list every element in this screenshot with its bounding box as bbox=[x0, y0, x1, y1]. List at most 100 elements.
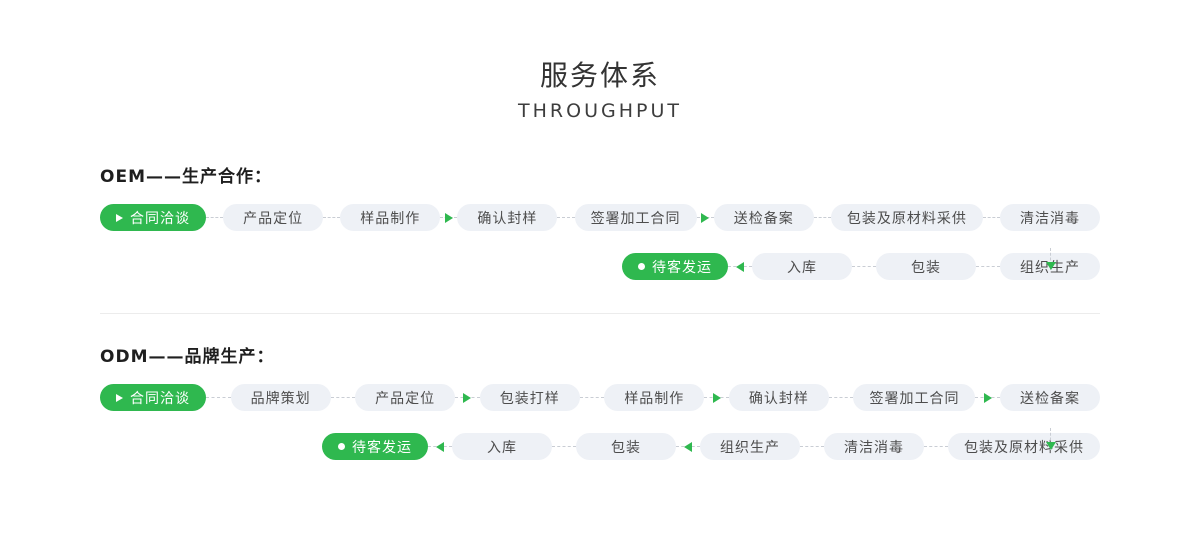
content-area: OEM——生产合作： 合同洽谈 产品定位 样品制作 确认封样 签署加工合同 送检… bbox=[100, 162, 1101, 460]
arrow-right-connector bbox=[455, 393, 480, 403]
dashed-connector bbox=[924, 446, 948, 447]
play-icon bbox=[116, 393, 123, 402]
dashed-connector bbox=[557, 217, 575, 218]
dashed-connector bbox=[552, 446, 576, 447]
step-pill: 样品制作 bbox=[340, 204, 441, 231]
arrow-right-connector bbox=[696, 213, 714, 223]
step-pill: 入库 bbox=[452, 433, 552, 460]
arrow-right-icon bbox=[983, 393, 992, 403]
step-pill: 入库 bbox=[752, 253, 852, 280]
dashed-connector bbox=[579, 397, 605, 398]
step-label: 合同洽谈 bbox=[130, 210, 190, 227]
step-pill-contract-talks: 合同洽谈 bbox=[100, 204, 206, 231]
step-pill-ready-to-ship: 待客发运 bbox=[322, 433, 428, 460]
arrow-down-connector bbox=[1046, 248, 1056, 270]
step-pill: 样品制作 bbox=[604, 384, 705, 411]
step-pill: 清洁消毒 bbox=[999, 204, 1100, 231]
arrow-right-connector bbox=[975, 393, 1001, 403]
arrow-right-icon bbox=[712, 393, 721, 403]
step-label: 产品定位 bbox=[375, 390, 436, 407]
dashed-connector bbox=[813, 217, 831, 218]
step-pill: 确认封样 bbox=[728, 384, 829, 411]
page-header: 服务体系 THROUGHPUT bbox=[0, 0, 1200, 122]
step-label: 包装打样 bbox=[499, 390, 560, 407]
odm-flow: 合同洽谈 品牌策划 产品定位 包装打样 样品制作 确认封样 签署加工合同 送检备… bbox=[100, 384, 1101, 460]
step-label: 组织生产 bbox=[720, 439, 780, 456]
dashed-connector bbox=[852, 266, 876, 267]
page-subtitle: THROUGHPUT bbox=[518, 100, 682, 122]
step-label: 包装 bbox=[911, 259, 941, 276]
arrow-left-connector bbox=[728, 262, 752, 272]
oem-flow: 合同洽谈 产品定位 样品制作 确认封样 签署加工合同 送检备案 包装及原材料采供… bbox=[100, 204, 1100, 280]
step-pill: 品牌策划 bbox=[230, 384, 331, 411]
step-label: 样品制作 bbox=[624, 390, 685, 407]
page-title: 服务体系 bbox=[539, 59, 660, 92]
arrow-right-icon bbox=[701, 213, 710, 223]
step-label: 入库 bbox=[787, 259, 817, 276]
dashed-connector bbox=[828, 397, 854, 398]
step-pill-ready-to-ship: 待客发运 bbox=[622, 253, 728, 280]
step-pill: 包装及原材料采供 bbox=[830, 204, 983, 231]
step-label: 签署加工合同 bbox=[869, 390, 960, 407]
dashed-connector bbox=[323, 217, 341, 218]
step-pill: 包装打样 bbox=[479, 384, 580, 411]
oem-section-heading: OEM——生产合作： bbox=[100, 167, 272, 187]
dashed-connector bbox=[206, 217, 224, 218]
step-pill: 产品定位 bbox=[355, 384, 456, 411]
step-pill: 送检备案 bbox=[713, 204, 814, 231]
step-label: 产品定位 bbox=[243, 210, 304, 227]
dashed-connector bbox=[982, 217, 1000, 218]
oem-flow-row-2: 待客发运 入库 包装 组织生产 bbox=[100, 253, 1100, 280]
step-pill-contract-talks: 合同洽谈 bbox=[100, 384, 206, 411]
step-pill: 包装 bbox=[876, 253, 976, 280]
play-icon bbox=[116, 213, 123, 222]
step-label: 确认封样 bbox=[477, 210, 538, 227]
dot-icon bbox=[638, 263, 645, 270]
arrow-down-icon bbox=[1046, 442, 1056, 450]
arrow-right-connector bbox=[440, 213, 458, 223]
arrow-left-icon bbox=[736, 262, 744, 272]
arrow-left-icon bbox=[436, 442, 444, 452]
arrow-right-icon bbox=[444, 213, 453, 223]
step-pill: 送检备案 bbox=[1000, 384, 1101, 411]
arrow-down-connector bbox=[1046, 428, 1056, 450]
oem-flow-row-1: 合同洽谈 产品定位 样品制作 确认封样 签署加工合同 送检备案 包装及原材料采供… bbox=[100, 204, 1100, 231]
dashed-connector bbox=[976, 266, 1000, 267]
step-label: 待客发运 bbox=[652, 259, 712, 276]
step-label: 入库 bbox=[487, 439, 517, 456]
step-label: 包装 bbox=[611, 439, 641, 456]
odm-flow-row-2: 待客发运 入库 包装 组织生产 清洁消毒 包装及原材料采供 bbox=[100, 433, 1100, 460]
step-label: 确认封样 bbox=[748, 390, 809, 407]
arrow-right-connector bbox=[704, 393, 729, 403]
odm-section-heading: ODM——品牌生产： bbox=[100, 347, 275, 367]
dashed-connector bbox=[330, 397, 356, 398]
step-pill: 确认封样 bbox=[457, 204, 558, 231]
arrow-left-connector bbox=[428, 442, 452, 452]
step-label: 包装及原材料采供 bbox=[964, 439, 1084, 456]
arrow-left-connector bbox=[676, 442, 700, 452]
step-label: 样品制作 bbox=[360, 210, 421, 227]
step-pill: 产品定位 bbox=[223, 204, 324, 231]
step-pill: 清洁消毒 bbox=[824, 433, 924, 460]
dot-icon bbox=[338, 443, 345, 450]
step-label: 送检备案 bbox=[733, 210, 794, 227]
step-label: 待客发运 bbox=[352, 439, 412, 456]
step-label: 清洁消毒 bbox=[844, 439, 904, 456]
section-divider bbox=[100, 313, 1100, 314]
step-label: 包装及原材料采供 bbox=[846, 210, 967, 227]
step-label: 送检备案 bbox=[1020, 390, 1081, 407]
odm-flow-row-1: 合同洽谈 品牌策划 产品定位 包装打样 样品制作 确认封样 签署加工合同 送检备… bbox=[100, 384, 1101, 411]
step-label: 品牌策划 bbox=[250, 390, 311, 407]
step-pill: 包装 bbox=[576, 433, 676, 460]
step-label: 清洁消毒 bbox=[1019, 210, 1080, 227]
step-label: 合同洽谈 bbox=[130, 390, 190, 407]
arrow-down-icon bbox=[1046, 262, 1056, 270]
arrow-right-icon bbox=[463, 393, 472, 403]
step-pill: 签署加工合同 bbox=[853, 384, 976, 411]
oem-section: OEM——生产合作： 合同洽谈 产品定位 样品制作 确认封样 签署加工合同 送检… bbox=[100, 162, 1100, 280]
dashed-connector bbox=[206, 397, 231, 398]
dashed-connector bbox=[800, 446, 824, 447]
step-pill: 签署加工合同 bbox=[574, 204, 697, 231]
step-pill: 组织生产 bbox=[700, 433, 800, 460]
step-label: 签署加工合同 bbox=[590, 210, 681, 227]
